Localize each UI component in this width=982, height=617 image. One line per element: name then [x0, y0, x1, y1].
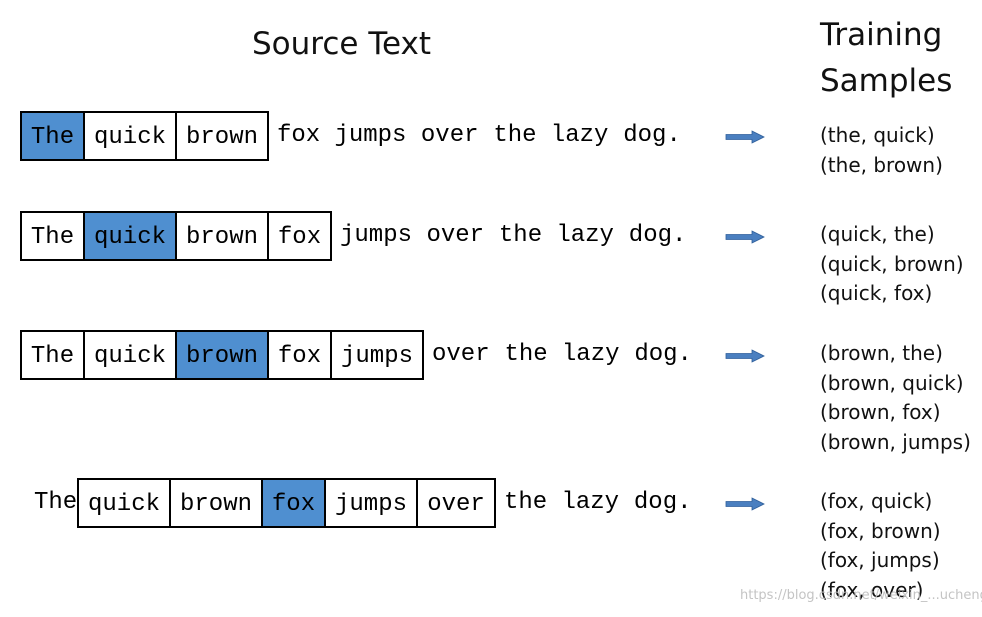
context-word-2: quick	[83, 330, 177, 380]
word-9: dog.	[634, 341, 692, 368]
arrow-right-icon	[725, 230, 765, 244]
context-word-2: quick	[83, 111, 177, 161]
context-word-4: fox	[267, 211, 332, 261]
training-sample: (fox, over)	[820, 577, 924, 602]
source-text-header: Source Text	[252, 26, 432, 62]
word-8: lazy	[550, 122, 609, 149]
context-word-4: fox	[267, 330, 332, 380]
context-word-1: The	[20, 330, 85, 380]
training-samples-list-2: (quick, the) (quick, brown) (quick, fox)	[820, 220, 964, 309]
word-9: dog.	[628, 222, 687, 249]
center-word-2: quick	[83, 211, 177, 261]
training-samples-list-1: (the, quick) (the, brown)	[820, 121, 943, 180]
training-sample: (brown, quick)	[820, 370, 964, 395]
context-word-5: jumps	[324, 478, 418, 528]
training-sample: (quick, brown)	[820, 251, 964, 276]
center-word-1: The	[20, 111, 85, 161]
training-sample: (fox, quick)	[820, 489, 933, 513]
training-sample: (brown, fox)	[820, 400, 941, 424]
word-6: over	[426, 222, 485, 249]
word-7: the	[498, 222, 543, 249]
word-5: jumps	[340, 222, 413, 249]
training-sample: (the, quick)	[820, 123, 935, 147]
training-samples-list-4: (fox, quick) (fox, brown) (fox, jumps) (fox…	[820, 487, 941, 605]
word-5: jumps	[334, 122, 407, 149]
context-word-3: brown	[175, 111, 269, 161]
training-sample: (quick, fox)	[820, 281, 933, 305]
training-samples-list-3: (brown, the) (brown, quick) (brown, fox) (b…	[820, 339, 971, 457]
context-word-3: brown	[175, 211, 269, 261]
arrow-right-icon	[725, 130, 765, 144]
training-sample: (brown, the)	[820, 341, 943, 365]
word-6: over	[420, 122, 479, 149]
context-word-6: over	[416, 478, 496, 528]
word-7: the	[504, 341, 548, 368]
training-sample: (quick, the)	[820, 222, 935, 246]
training-sample: (fox, jumps)	[820, 548, 940, 572]
word-8: lazy	[561, 341, 620, 368]
training-sample: (the, brown)	[820, 152, 943, 177]
word-8: lazy	[556, 222, 614, 249]
training-samples-header: Training Samples	[820, 12, 952, 104]
arrow-right-icon	[725, 349, 765, 363]
context-word-3: brown	[169, 478, 263, 528]
word-9: dog.	[633, 489, 692, 516]
word-6: over	[432, 341, 490, 368]
context-word-2: quick	[77, 478, 171, 528]
word-7: the	[504, 489, 548, 516]
word-7: the	[493, 122, 537, 149]
context-word-1: The	[20, 211, 85, 261]
center-word-4: fox	[261, 478, 326, 528]
center-word-3: brown	[175, 330, 269, 380]
training-samples-header-line2: Samples	[820, 63, 953, 99]
word-4: fox	[277, 122, 321, 149]
training-sample: (fox, brown)	[820, 518, 941, 543]
word-9: dog.	[623, 122, 681, 149]
context-word-5: jumps	[330, 330, 424, 380]
watermark: https://blog.csdn.net/weixin_...ucheng	[740, 588, 982, 603]
training-samples-header-line1: Training	[820, 17, 943, 53]
training-sample: (brown, jumps)	[820, 429, 971, 454]
arrow-right-icon	[725, 497, 765, 511]
word-1: The	[34, 489, 78, 516]
word-8: lazy	[561, 489, 620, 516]
